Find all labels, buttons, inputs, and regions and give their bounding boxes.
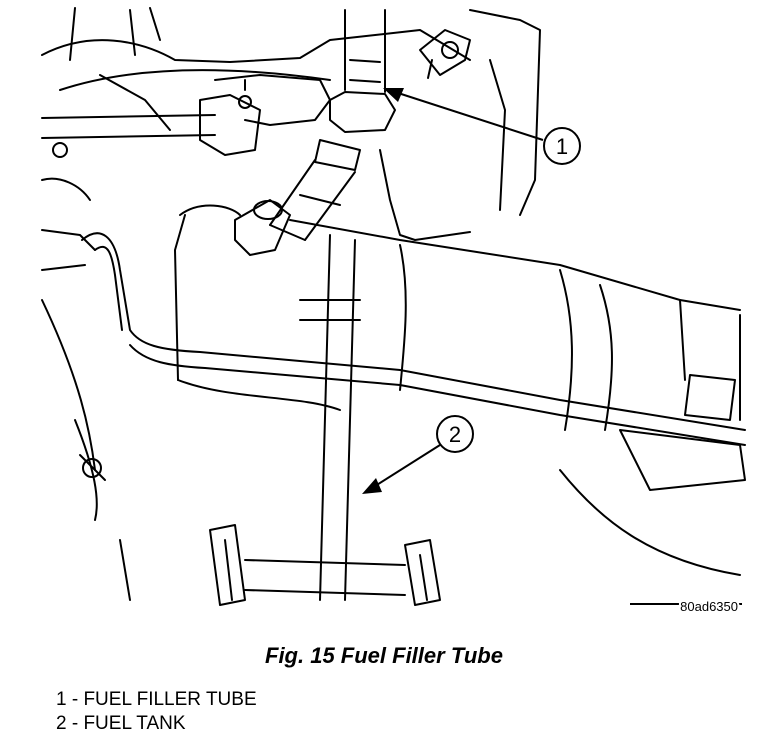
legend-item-2: 2 - FUEL TANK	[56, 713, 186, 734]
callout-2-arrowhead	[362, 478, 382, 494]
figure-caption: Fig. 15 Fuel Filler Tube	[265, 643, 503, 668]
figure-code-text: 80ad6350	[680, 599, 738, 614]
legend: 1 - FUEL FILLER TUBE 2 - FUEL TANK	[56, 688, 257, 736]
lower-brackets	[41, 299, 441, 606]
callout-1-leader	[394, 91, 544, 141]
figure-code-label: 80ad6350	[630, 597, 742, 616]
callout-2-leader	[371, 444, 441, 489]
vehicle-body-structure	[41, 7, 541, 271]
crossmember	[41, 74, 331, 156]
callout-2-number: 2	[449, 422, 461, 447]
fuel-tank	[174, 204, 746, 601]
fuel-line	[81, 232, 746, 446]
fuel-filler-tube-diagram: 1 2 80ad6350	[41, 7, 746, 616]
legend-item-1: 1 - FUEL FILLER TUBE	[56, 689, 257, 710]
callout-1-circle	[543, 127, 581, 165]
callout-1-arrowhead	[383, 88, 404, 102]
callout-2: 2	[362, 415, 474, 494]
fuel-filler-tube	[234, 9, 471, 256]
callout-1-number: 1	[556, 134, 568, 159]
callout-1: 1	[383, 88, 581, 165]
callout-2-circle	[436, 415, 474, 453]
